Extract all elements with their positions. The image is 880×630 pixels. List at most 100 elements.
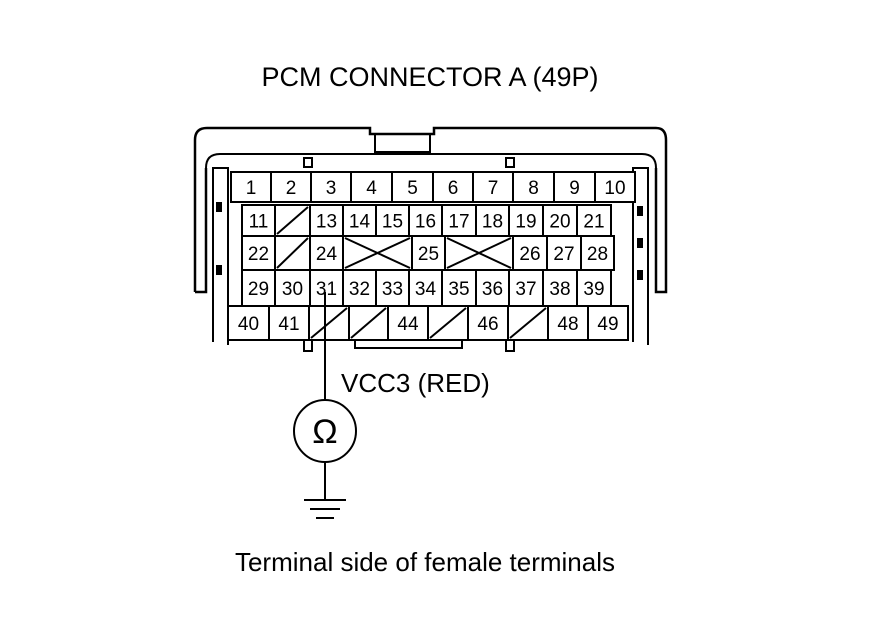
terminal-29: 29 bbox=[241, 269, 276, 307]
terminal-6: 6 bbox=[432, 171, 474, 203]
terminal-46: 46 bbox=[467, 305, 509, 341]
terminal-unused bbox=[308, 305, 350, 341]
terminal-35: 35 bbox=[441, 269, 477, 307]
terminal-unused bbox=[427, 305, 469, 341]
terminal-33: 33 bbox=[375, 269, 410, 307]
terminal-30: 30 bbox=[274, 269, 311, 307]
terminal-27: 27 bbox=[546, 235, 582, 271]
terminal-44: 44 bbox=[387, 305, 429, 341]
diagram-title: PCM CONNECTOR A (49P) bbox=[261, 62, 598, 92]
terminal-label: 39 bbox=[583, 279, 604, 300]
terminal-label: 2 bbox=[286, 178, 297, 199]
terminal-label: 13 bbox=[316, 212, 337, 233]
terminal-36: 36 bbox=[475, 269, 510, 307]
terminal-21: 21 bbox=[576, 204, 612, 237]
terminal-label: 25 bbox=[418, 244, 439, 265]
terminal-4: 4 bbox=[350, 171, 393, 203]
terminal-label: 21 bbox=[583, 212, 604, 233]
terminal-17: 17 bbox=[441, 204, 477, 237]
terminal-label: 44 bbox=[397, 314, 419, 335]
terminal-31: 31 bbox=[309, 269, 344, 307]
terminal-25: 25 bbox=[411, 235, 446, 271]
terminal-label: 35 bbox=[448, 279, 469, 300]
terminal-20: 20 bbox=[542, 204, 578, 237]
connector-housing bbox=[193, 126, 668, 352]
terminal-22: 22 bbox=[241, 235, 276, 271]
terminal-11: 11 bbox=[241, 204, 276, 237]
terminal-39: 39 bbox=[576, 269, 612, 307]
terminal-blank bbox=[342, 235, 413, 271]
terminal-8: 8 bbox=[512, 171, 555, 203]
ohm-symbol: Ω bbox=[312, 413, 337, 451]
terminal-label: 29 bbox=[248, 279, 269, 300]
terminal-label: 27 bbox=[553, 244, 574, 265]
terminal-label: 49 bbox=[597, 314, 618, 335]
terminal-5: 5 bbox=[391, 171, 434, 203]
terminal-41: 41 bbox=[268, 305, 310, 341]
terminal-label: 38 bbox=[549, 279, 570, 300]
terminal-label: 16 bbox=[415, 212, 436, 233]
terminal-unused bbox=[507, 305, 549, 341]
terminal-label: 34 bbox=[415, 279, 437, 300]
terminal-10: 10 bbox=[594, 171, 636, 203]
terminal-label: 14 bbox=[349, 212, 371, 233]
terminal-38: 38 bbox=[542, 269, 578, 307]
terminal-28: 28 bbox=[580, 235, 615, 271]
terminal-2: 2 bbox=[270, 171, 312, 203]
terminal-32: 32 bbox=[342, 269, 377, 307]
terminal-label: 4 bbox=[366, 178, 377, 199]
terminal-label: 5 bbox=[407, 178, 418, 199]
terminal-label: 24 bbox=[316, 244, 338, 265]
terminal-label: 22 bbox=[248, 244, 269, 265]
terminal-label: 36 bbox=[482, 279, 503, 300]
terminal-label: 9 bbox=[569, 178, 580, 199]
terminal-label: 7 bbox=[488, 178, 499, 199]
terminal-label: 46 bbox=[477, 314, 498, 335]
terminal-37: 37 bbox=[508, 269, 544, 307]
terminal-26: 26 bbox=[512, 235, 548, 271]
terminal-19: 19 bbox=[508, 204, 544, 237]
terminal-label: 3 bbox=[326, 178, 337, 199]
terminal-label: 28 bbox=[587, 244, 608, 265]
terminal-label: 30 bbox=[282, 279, 303, 300]
terminal-16: 16 bbox=[408, 204, 443, 237]
diagram-caption: Terminal side of female terminals bbox=[235, 547, 615, 577]
terminal-49: 49 bbox=[587, 305, 629, 341]
terminal-48: 48 bbox=[547, 305, 589, 341]
terminal-label: 17 bbox=[448, 212, 469, 233]
terminal-unused bbox=[274, 204, 311, 237]
terminal-34: 34 bbox=[408, 269, 443, 307]
terminal-unused bbox=[274, 235, 311, 271]
terminal-label: 40 bbox=[238, 314, 259, 335]
terminal-label: 33 bbox=[382, 279, 403, 300]
terminal-3: 3 bbox=[310, 171, 352, 203]
ohmmeter-icon: Ω bbox=[293, 399, 357, 463]
terminal-label: 19 bbox=[515, 212, 536, 233]
terminal-15: 15 bbox=[375, 204, 410, 237]
terminal-label: 20 bbox=[549, 212, 570, 233]
terminal-18: 18 bbox=[475, 204, 510, 237]
terminal-label: 11 bbox=[249, 212, 269, 233]
terminal-label: 15 bbox=[382, 212, 403, 233]
terminal-label: 1 bbox=[246, 178, 257, 199]
terminal-label: 48 bbox=[557, 314, 578, 335]
terminal-label: 32 bbox=[349, 279, 370, 300]
terminal-24: 24 bbox=[309, 235, 344, 271]
terminal-blank bbox=[444, 235, 514, 271]
terminal-9: 9 bbox=[553, 171, 596, 203]
terminal-7: 7 bbox=[472, 171, 514, 203]
wire-label: VCC3 (RED) bbox=[341, 368, 490, 398]
terminal-label: 41 bbox=[278, 314, 299, 335]
terminal-label: 6 bbox=[448, 178, 459, 199]
terminal-label: 10 bbox=[604, 178, 625, 199]
terminal-label: 31 bbox=[316, 279, 337, 300]
terminal-label: 18 bbox=[482, 212, 503, 233]
terminal-label: 37 bbox=[515, 279, 536, 300]
terminal-13: 13 bbox=[309, 204, 344, 237]
terminal-unused bbox=[348, 305, 389, 341]
terminal-40: 40 bbox=[227, 305, 270, 341]
terminal-label: 26 bbox=[519, 244, 540, 265]
terminal-label: 8 bbox=[528, 178, 539, 199]
